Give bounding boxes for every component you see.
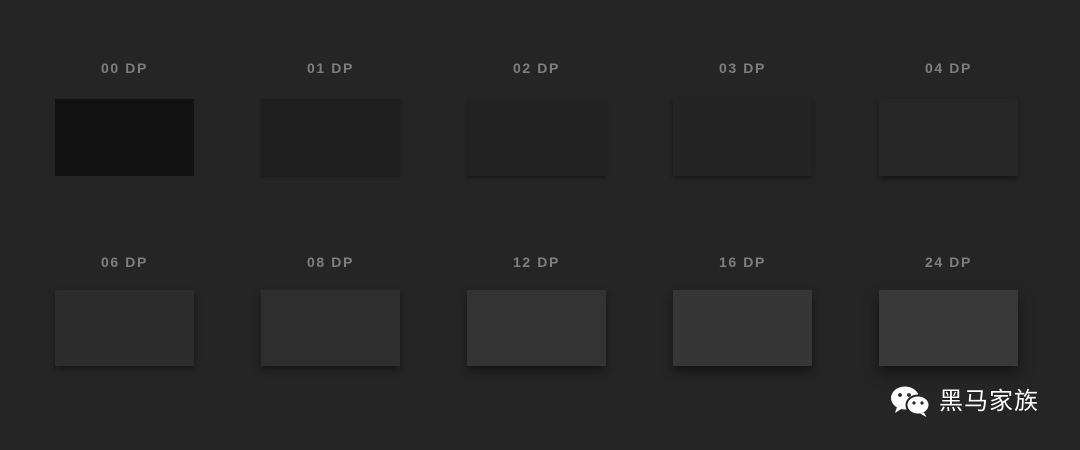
elevation-swatch bbox=[55, 99, 194, 176]
elevation-swatch bbox=[467, 290, 606, 366]
elevation-label: 02 DP bbox=[513, 60, 560, 76]
elevation-label: 03 DP bbox=[719, 60, 766, 76]
elevation-swatch bbox=[673, 99, 812, 176]
elevation-label: 24 DP bbox=[925, 254, 972, 270]
elevation-label: 06 DP bbox=[101, 254, 148, 270]
elevation-label: 16 DP bbox=[719, 254, 766, 270]
elevation-label: 08 DP bbox=[307, 254, 354, 270]
watermark-text: 黑马家族 bbox=[939, 387, 1039, 415]
elevation-swatch bbox=[261, 99, 400, 176]
elevation-swatch bbox=[673, 290, 812, 366]
watermark: 黑马家族 bbox=[889, 383, 1039, 419]
elevation-swatch bbox=[467, 99, 606, 176]
elevation-swatch bbox=[55, 290, 194, 366]
elevation-label: 12 DP bbox=[513, 254, 560, 270]
elevation-swatch bbox=[879, 99, 1018, 176]
elevation-label: 01 DP bbox=[307, 60, 354, 76]
elevation-swatch bbox=[261, 290, 400, 366]
elevation-label: 04 DP bbox=[925, 60, 972, 76]
wechat-icon bbox=[889, 384, 933, 418]
elevation-label: 00 DP bbox=[101, 60, 148, 76]
elevation-swatch bbox=[879, 290, 1018, 366]
